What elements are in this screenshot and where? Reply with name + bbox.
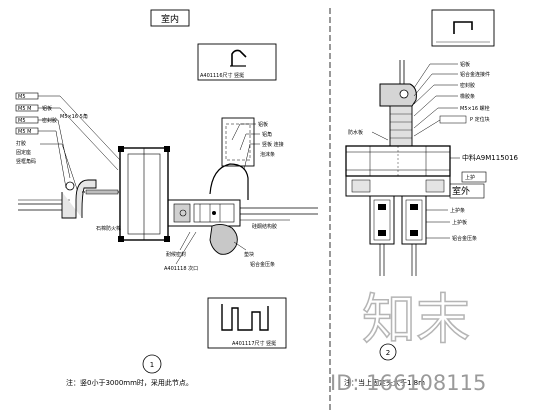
callout-left-3: M5 (18, 118, 26, 124)
profile-box-bottom (207, 297, 287, 349)
note-right: 注：当上固定头大于1.8m (344, 378, 425, 387)
callout-right-4: 硅酮结构胶 (252, 223, 277, 230)
glass-unit-right (401, 195, 427, 245)
detail-number-1: 1 (150, 361, 154, 369)
callout-left-2: 铝板 (42, 105, 52, 112)
callout-right-3: 泡沫条 (260, 151, 275, 158)
callout-left-4: M5 M (18, 129, 31, 135)
callout-r-3: 橡胶条 (460, 93, 475, 100)
callout-r-4: M5×16 螺栓 (460, 105, 490, 112)
note-left: 注：竖0小于3000mm时，采用此节点。 (66, 378, 193, 387)
watermark-id: ID: 166108115 (330, 371, 486, 395)
callout-r-lower-0: 上护条 (450, 207, 465, 214)
profile-shape-top (231, 49, 247, 66)
room-label-box (150, 9, 190, 27)
profile-caption-bottom: A401117尺寸 竖挺 (232, 340, 276, 347)
callout-r-lower-1: 上护板 (452, 219, 467, 226)
gasket-shape (209, 223, 238, 255)
callout-right-2: 竖板 连接 (262, 141, 284, 148)
room-label: 室内 (161, 13, 179, 25)
watermark: 知末 ID: 166108115 (330, 287, 486, 395)
glass-unit-left (369, 195, 395, 245)
left-detail: 室内 A401116尺寸 竖挺 M5 M5 M 铝板 M5 M5 M 密封胶 打… (15, 9, 318, 387)
callout-r-lower-2: 铝合金压条 (452, 235, 477, 242)
callout-left-0: M5 (18, 94, 26, 100)
callout-r-0: 铝板 (460, 61, 470, 68)
mullion-label: 中料A9M115016 (462, 153, 519, 162)
profile-shape-bottom (221, 304, 269, 331)
callout-left-1: M5 M (18, 106, 31, 112)
top-connector (379, 83, 417, 107)
insulation-label: 石棉防火棉 (96, 225, 121, 232)
callout-left-5: 密封胶 (42, 117, 57, 124)
callout-bottom-2: 垫块 (244, 251, 254, 258)
callout-left-8: 竖框角码 (16, 158, 36, 165)
waterproof-label: 防水板 (348, 129, 363, 136)
label-box-top (461, 171, 487, 183)
callout-right-0: 铝板 (258, 121, 268, 128)
anchor-bracket (61, 179, 97, 219)
callout-bottom-0: 耐候密封 (166, 251, 186, 258)
profile-caption-top: A401116尺寸 竖挺 (200, 72, 244, 79)
callout-left-9: M5×16 5角 (60, 113, 88, 120)
right-detail: 铝板 铝合金连接件 密封胶 橡胶条 M5×16 螺栓 P 定位块 防水板 中料A… (344, 9, 519, 387)
curved-bracket (209, 163, 249, 200)
callout-left-7: 固定座 (16, 149, 31, 156)
profile-box-right-top (431, 9, 495, 47)
watermark-logo: 知末 (362, 288, 470, 351)
detail-marker-1 (142, 354, 162, 374)
detail-number-2: 2 (386, 349, 390, 357)
callout-right-1: 铝角 (262, 131, 272, 138)
exterior-label: 室外 (452, 185, 470, 197)
pressure-plate (167, 199, 241, 227)
svg-text:上护: 上护 (465, 174, 475, 181)
callout-r-2: 密封胶 (460, 82, 475, 89)
callout-r-5: P 定位块 (470, 116, 490, 123)
callout-left-6: 打胶 (16, 140, 26, 147)
profile-box-top (197, 43, 277, 81)
detail-marker-2 (379, 343, 397, 361)
callout-bottom-3: 铝合金压条 (250, 261, 275, 268)
callout-r-1: 铝合金连接件 (460, 71, 490, 78)
callout-bottom-1: A401118 次口 (164, 265, 198, 272)
